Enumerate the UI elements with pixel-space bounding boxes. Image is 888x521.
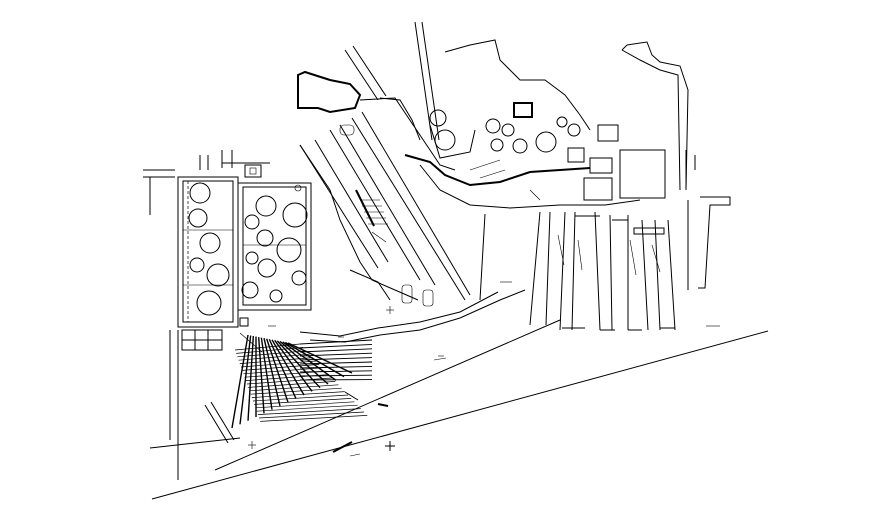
storage-tank: [245, 251, 259, 265]
parking-row: [234, 343, 301, 351]
storage-tank: [282, 202, 308, 228]
parking-row: [248, 381, 336, 388]
parking-row: [254, 398, 352, 405]
tank-farm-east: [237, 182, 312, 311]
parking-row: [247, 336, 255, 421]
storage-tank: [512, 138, 528, 154]
parking-row: [268, 338, 297, 399]
parking-row: [237, 350, 307, 358]
storage-tank: [269, 289, 283, 303]
storage-tank: [567, 123, 581, 137]
parking-row: [249, 384, 339, 392]
parking-row: [243, 367, 323, 375]
storage-tank: [485, 118, 501, 134]
storage-tank: [255, 195, 277, 217]
storage-tank: [490, 138, 504, 152]
berth-piers: [479, 211, 720, 331]
diagonal-corridor: [297, 21, 471, 314]
quay-edge: [299, 281, 526, 361]
storage-tank: [188, 208, 208, 228]
parking-row: [299, 370, 373, 373]
parking-row: [236, 347, 304, 354]
parking-row: [299, 365, 373, 369]
tank-farm-west: [177, 176, 239, 328]
parking-row: [271, 339, 305, 396]
parking-row: [274, 339, 313, 392]
storage-tank: [206, 263, 230, 287]
parking-row: [239, 335, 252, 425]
parking-row: [257, 408, 361, 415]
parking-row: [246, 377, 333, 385]
vehicle-parking-area: [231, 334, 373, 429]
parking-row: [239, 357, 313, 364]
storage-tank: [556, 116, 568, 128]
storage-tank: [241, 281, 259, 299]
storage-tank: [535, 131, 557, 153]
parking-row: [258, 411, 365, 419]
jetty-markings: [355, 189, 388, 243]
storage-tank: [196, 290, 222, 316]
parking-row: [252, 394, 349, 402]
north-breakwater: [621, 41, 731, 290]
storage-tank: [189, 182, 211, 204]
parking-row: [231, 334, 249, 429]
parking-row: [260, 337, 273, 410]
storage-tank: [276, 237, 302, 263]
parking-row: [299, 357, 373, 361]
parking-row: [263, 338, 281, 407]
storage-tank: [199, 232, 221, 254]
storage-tank: [256, 229, 274, 247]
parking-row: [256, 404, 358, 412]
storage-tank: [257, 258, 277, 278]
parking-row: [242, 364, 320, 371]
storage-tank: [244, 214, 260, 230]
storage-tank: [434, 129, 456, 151]
parking-row: [299, 352, 373, 357]
parking-row: [255, 401, 355, 409]
west-access-road: [143, 150, 270, 215]
parking-row: [260, 415, 368, 422]
parking-row: [299, 374, 373, 377]
site-boundary: [149, 319, 769, 500]
parking-row: [299, 339, 373, 345]
storage-tank: [291, 270, 307, 286]
parking-row: [251, 391, 345, 398]
storage-tank: [429, 109, 447, 127]
parking-row: [250, 387, 342, 395]
storage-tank: [189, 257, 205, 273]
parking-row: [299, 361, 373, 365]
parking-row: [238, 353, 310, 361]
industrial-plant: [404, 39, 666, 209]
parking-row: [299, 343, 373, 349]
drawing-symbols: [248, 325, 395, 457]
parking-row: [299, 348, 373, 353]
southwest-structures: [181, 317, 263, 444]
storage-tank: [501, 123, 515, 137]
parking-row: [240, 360, 317, 368]
